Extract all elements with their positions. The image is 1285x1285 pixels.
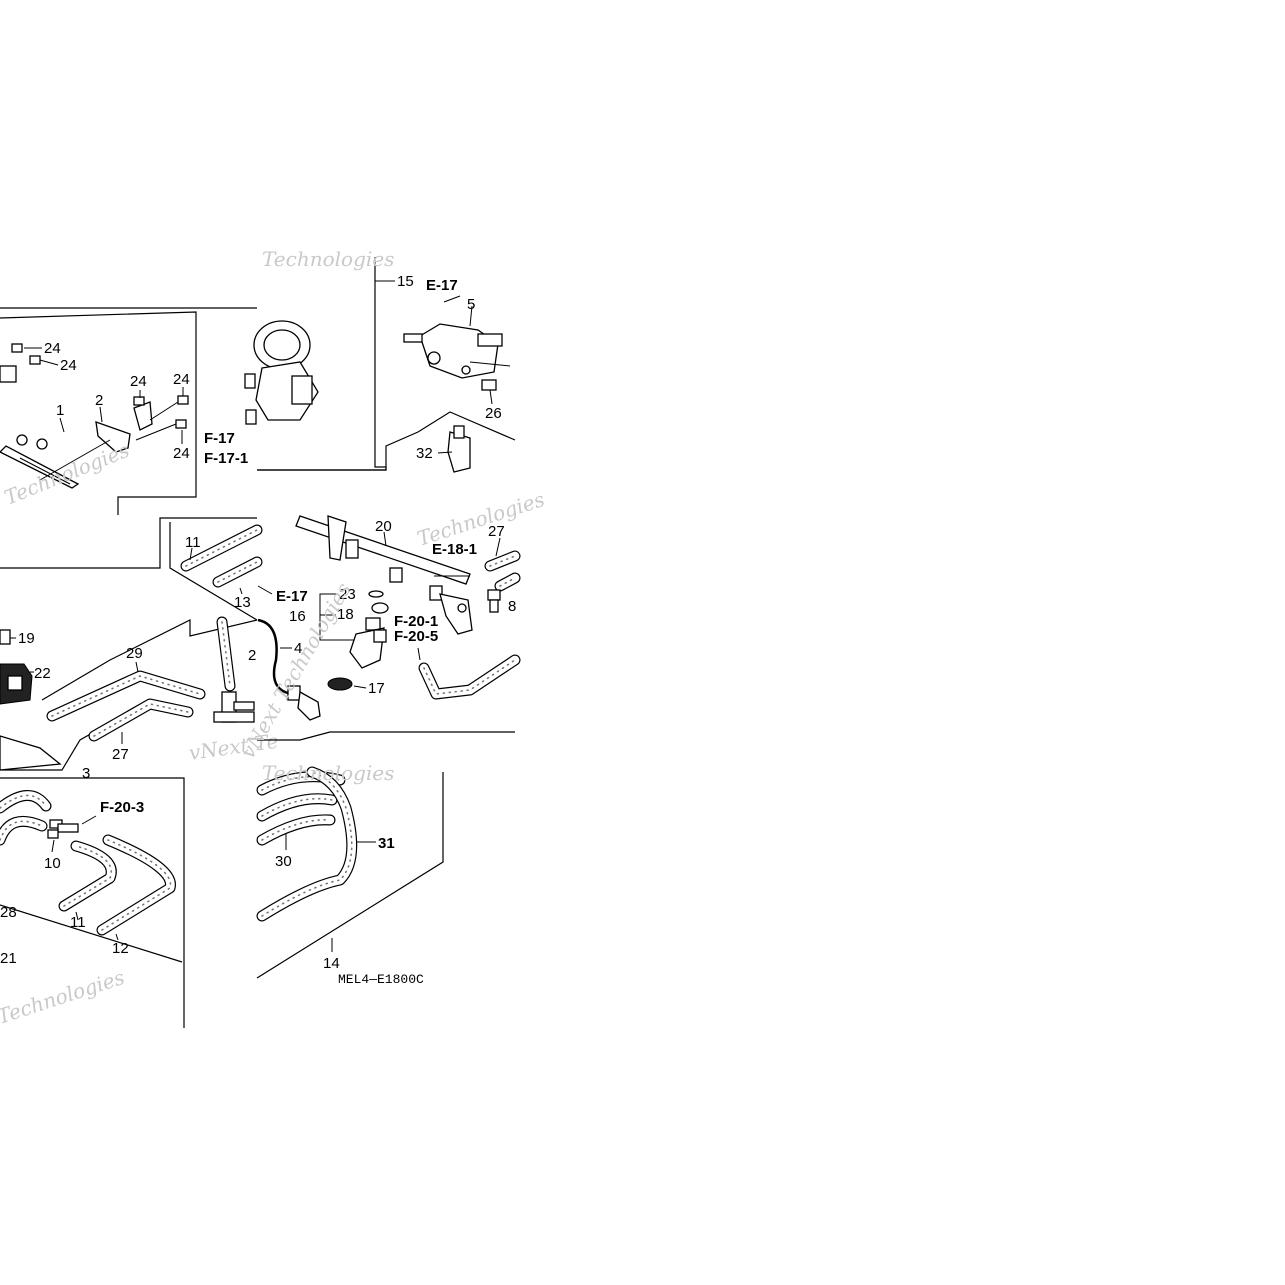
callout-26: 26 <box>485 405 502 422</box>
callout-23: 23 <box>339 586 356 603</box>
bolt-icon <box>487 589 501 613</box>
callout-3: 3 <box>82 765 90 782</box>
callout-15: 15 <box>397 273 414 290</box>
callout-24: 24 <box>44 340 61 357</box>
connector-part <box>287 685 321 721</box>
callout-32: 32 <box>416 445 433 462</box>
callout-12: 12 <box>112 940 129 957</box>
svg-text:Technologies: Technologies <box>1 438 133 510</box>
callout-24: 24 <box>173 445 190 462</box>
fuel-line-part <box>257 618 293 696</box>
callout-4: 4 <box>294 640 302 657</box>
callout-14: 14 <box>323 955 340 972</box>
fuel-rail-part <box>295 515 473 635</box>
callout-20: 20 <box>375 518 392 535</box>
callout-29: 29 <box>126 645 143 662</box>
callout-28: 28 <box>0 904 17 921</box>
callout-11: 11 <box>185 534 201 551</box>
callout-16: 16 <box>289 608 306 625</box>
callout-5: 5 <box>467 296 475 313</box>
ref-f20-5: F-20-5 <box>394 628 438 645</box>
svg-text:Technologies: Technologies <box>0 965 127 1029</box>
callout-11: 11 <box>70 914 86 931</box>
ref-f17-1: F-17-1 <box>204 450 248 467</box>
tile-rail-hose: E-18-1 F-20-1 F-20-5 27 8 <box>394 523 521 700</box>
tile-intake-manifold-top: 24 24 24 24 24 2 1 Technologies <box>0 307 257 515</box>
tile-hoses-bottom: 30 31 14 MEL4—E1800C Technologies <box>256 761 444 987</box>
callout-24: 24 <box>60 357 77 374</box>
bolt-icon <box>11 343 189 429</box>
callout-21: 21 <box>0 950 17 967</box>
callout-31: 31 <box>378 835 395 852</box>
bracket-part <box>95 421 131 453</box>
callout-24: 24 <box>130 373 147 390</box>
callout-2: 2 <box>95 392 103 409</box>
ref-f20-1: F-20-1 <box>394 613 438 630</box>
svg-text:Technologies: Technologies <box>262 247 394 271</box>
tile-throttle-body: 15 F-17 F-17-1 Technologies <box>204 247 414 471</box>
callout-19: 19 <box>18 630 35 647</box>
t-joint-part <box>47 819 79 839</box>
tile-hoses-bottom-left: F-20-3 10 11 12 28 21 Technologies <box>0 777 185 1029</box>
callout-27: 27 <box>488 523 505 540</box>
pressure-regulator-part <box>403 323 511 379</box>
callout-30: 30 <box>275 853 292 870</box>
callout-22: 22 <box>34 665 51 682</box>
callout-8: 8 <box>508 598 516 615</box>
sensor-part <box>0 629 33 705</box>
throttle-body-part <box>244 320 319 425</box>
callout-17: 17 <box>368 680 385 697</box>
ref-e17: E-17 <box>276 588 308 605</box>
svg-text:Technologies: Technologies <box>262 761 394 785</box>
callout-24: 24 <box>173 371 190 388</box>
ref-e17: E-17 <box>426 277 458 294</box>
tile-fuel-regulator: E-17 5 26 32 <box>257 277 516 473</box>
callout-18: 18 <box>337 606 354 623</box>
callout-2: 2 <box>248 647 256 664</box>
svg-text:vNext Technologies: vNext Technologies <box>236 578 356 762</box>
tile-hoses-left: 11 13 29 27 2 19 22 3 vNext Te <box>0 517 280 782</box>
callout-1: 1 <box>56 402 64 419</box>
fuel-injector-part <box>327 590 389 691</box>
diagram-code: MEL4—E1800C <box>338 972 424 987</box>
clamp-part <box>447 425 471 473</box>
callout-13: 13 <box>234 594 251 611</box>
callout-27: 27 <box>112 746 129 763</box>
callout-10: 10 <box>44 855 61 872</box>
ref-e18-1: E-18-1 <box>432 541 477 558</box>
ref-f17: F-17 <box>204 430 235 447</box>
t-joint-part <box>213 691 255 723</box>
ref-f20-3: F-20-3 <box>100 799 144 816</box>
